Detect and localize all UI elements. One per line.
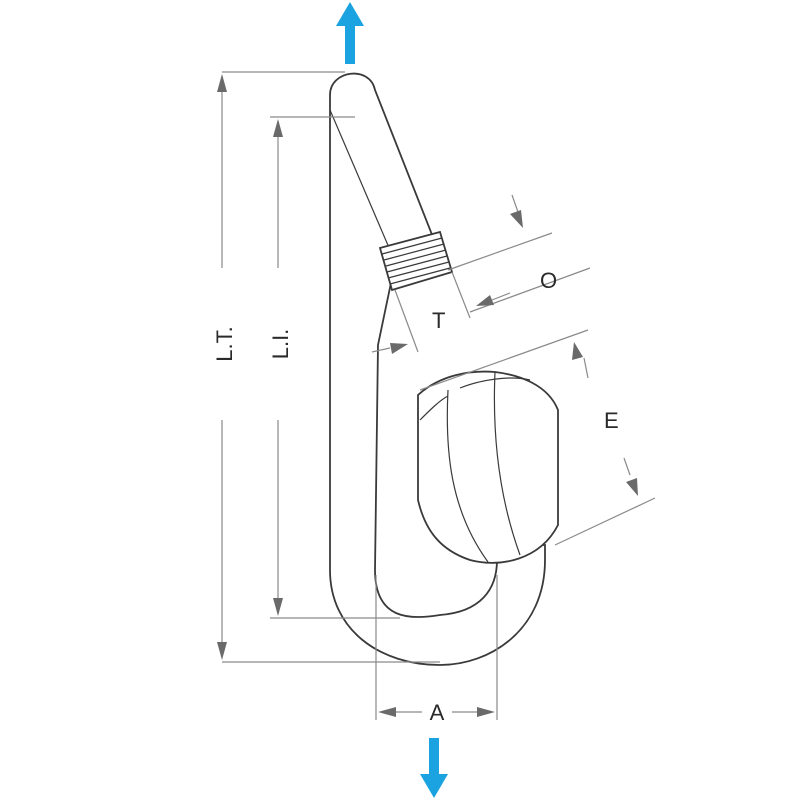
- label-li: L.I.: [268, 329, 293, 360]
- arrow-up-icon: [336, 2, 364, 64]
- dimension-t: [371, 271, 471, 354]
- hook-body: [329, 72, 546, 666]
- dimension-lt: [217, 71, 440, 663]
- arrow-down-icon: [420, 738, 448, 798]
- dimension-o: [447, 194, 591, 313]
- gate-sleeve: [417, 370, 559, 564]
- dimension-a: [375, 575, 498, 720]
- label-a: A: [430, 700, 445, 725]
- label-lt: L.T.: [212, 326, 237, 361]
- dimension-e: [419, 329, 656, 546]
- label-t: T: [432, 308, 445, 333]
- label-e: E: [604, 408, 619, 433]
- label-o: O: [540, 268, 557, 293]
- dimension-li: [270, 116, 400, 619]
